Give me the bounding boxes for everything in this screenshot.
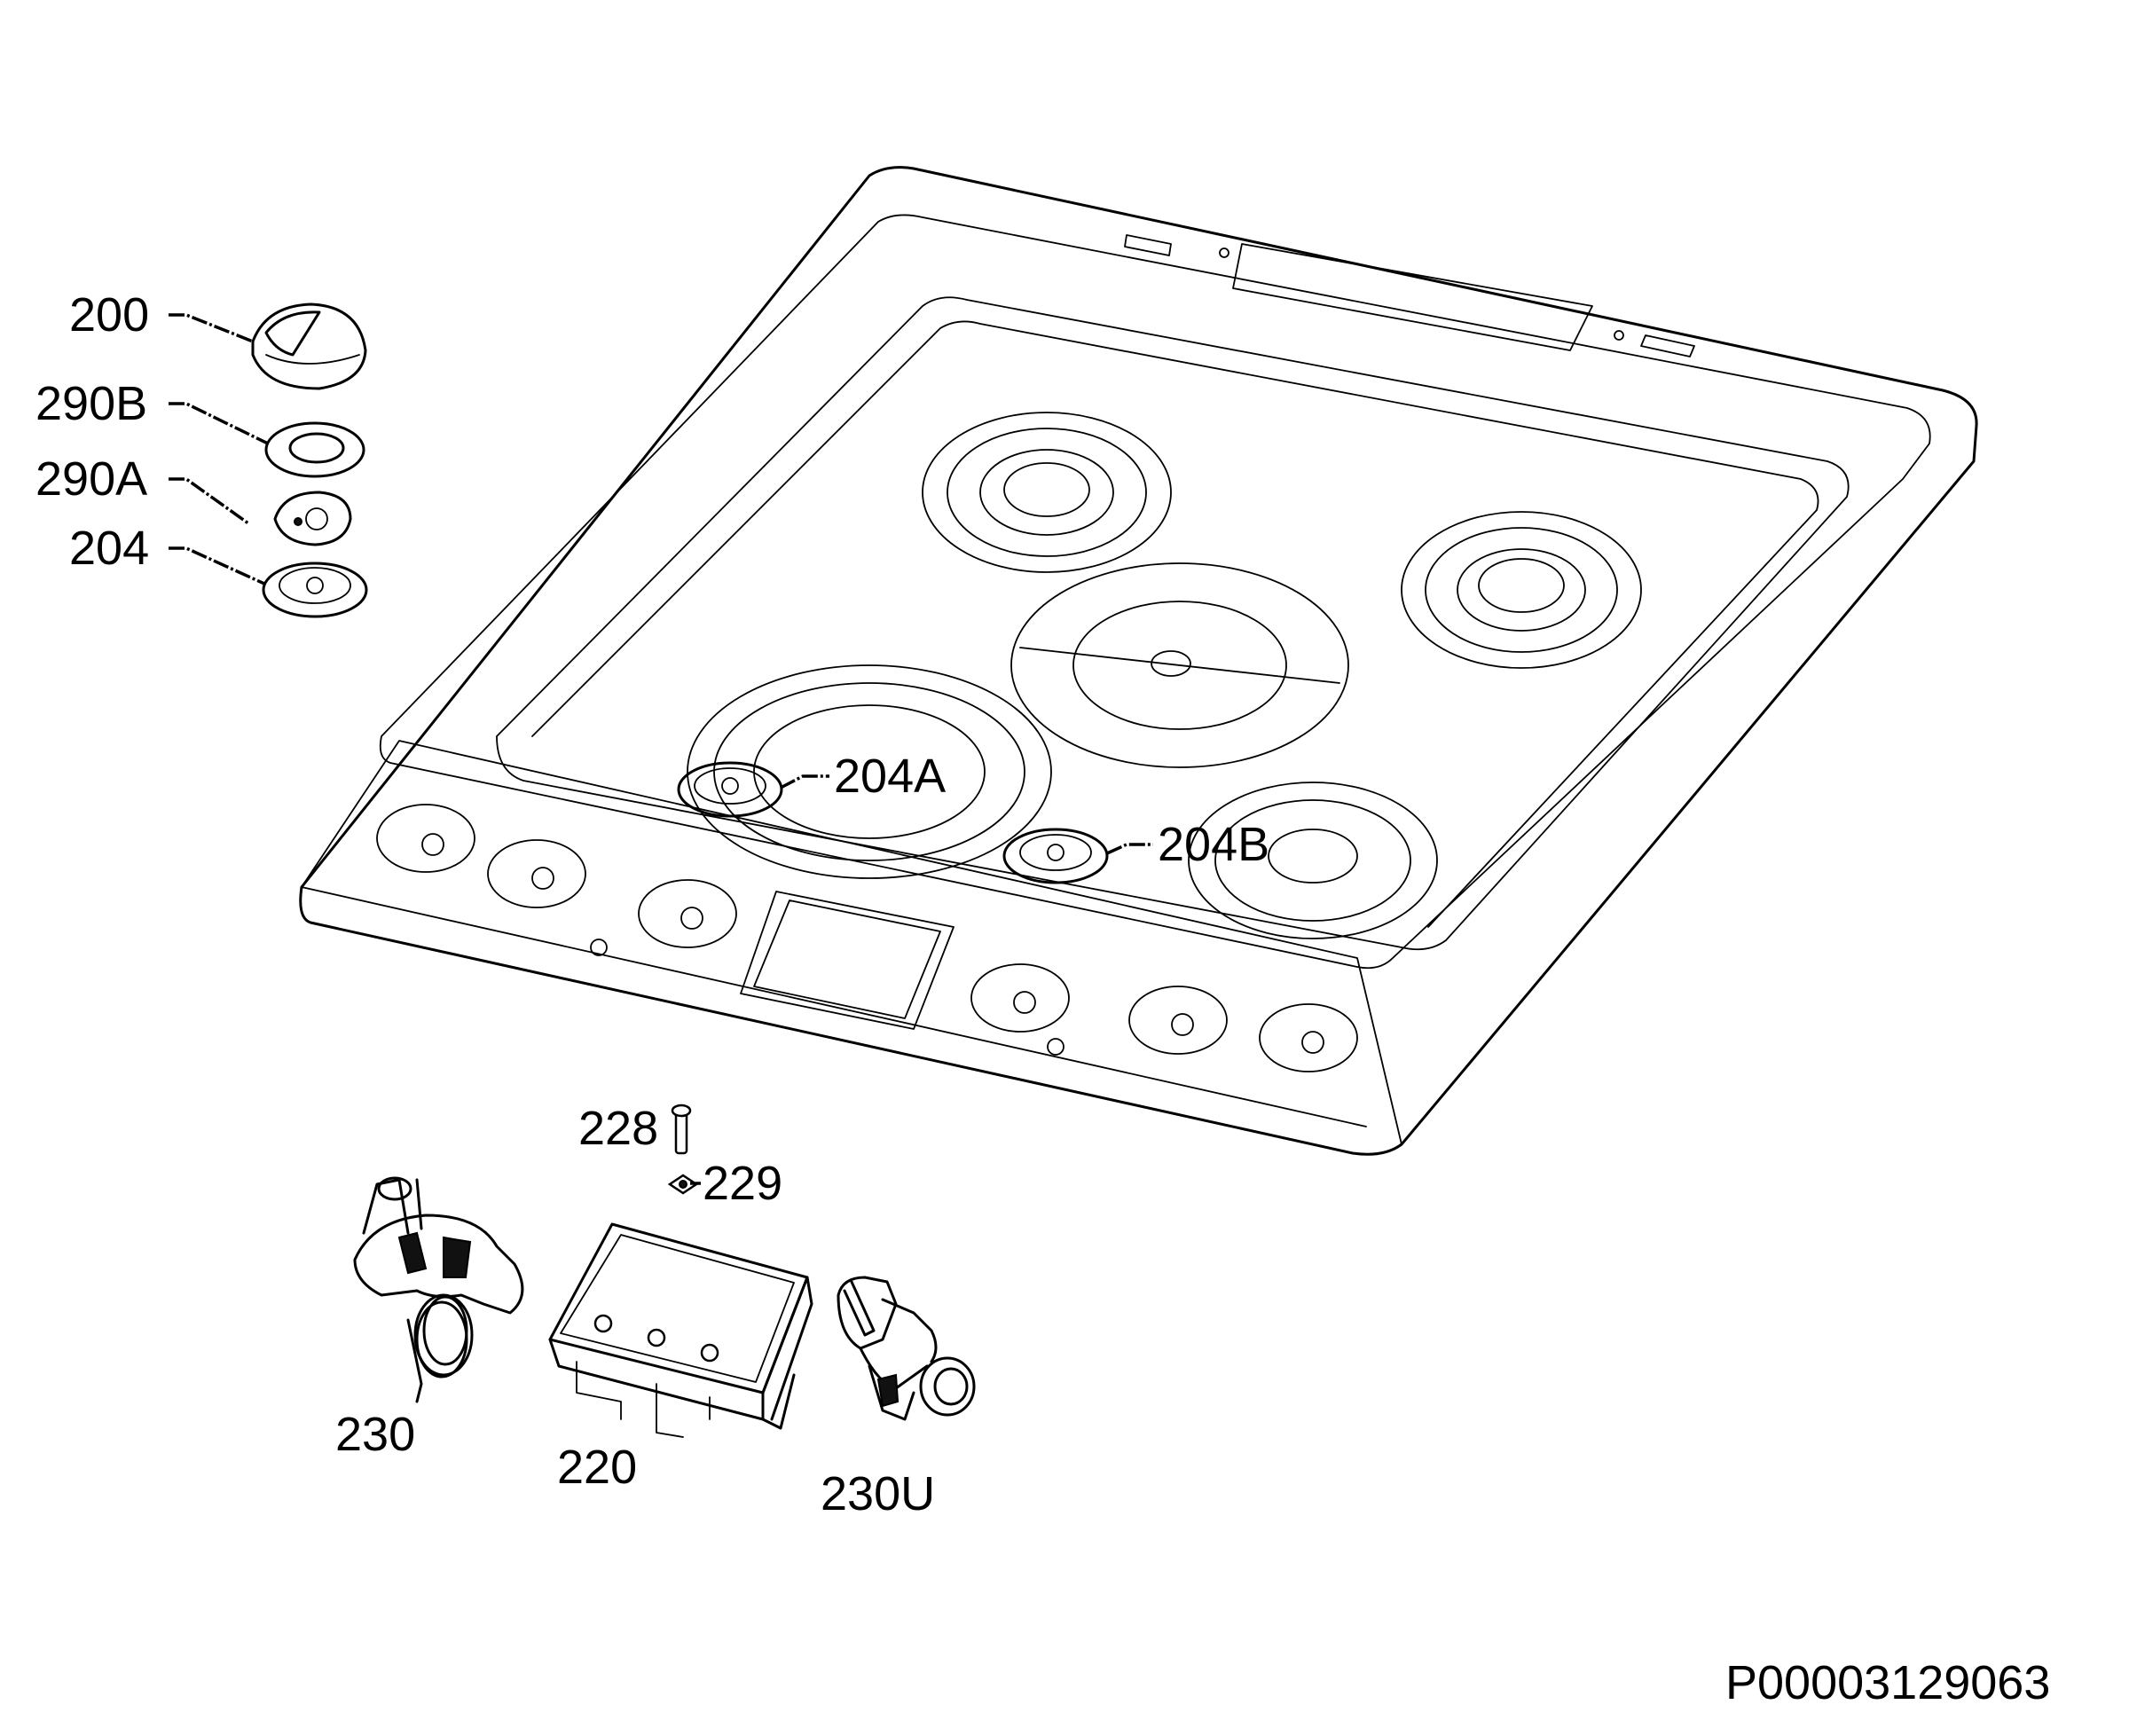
burner-front-left (687, 664, 1052, 879)
callout-labels: 200 290B 290A 204 204A 204B 228 229 230 … (35, 288, 2050, 1709)
leader-200 (169, 313, 254, 343)
label-204A: 204A (834, 750, 946, 803)
burner-rear-right (1401, 511, 1642, 669)
hob-top-frame (299, 166, 1978, 1156)
label-200: 200 (69, 288, 149, 342)
hotplate-center (1010, 562, 1349, 768)
spacer-290A (273, 491, 352, 546)
label-204: 204 (69, 522, 149, 575)
label-230: 230 (335, 1408, 415, 1461)
control-panel-knob-holes (376, 804, 1358, 1072)
plate-204A (677, 761, 783, 818)
gas-valve-230U (837, 1276, 976, 1421)
label-290A: 290A (35, 452, 147, 506)
ring-290B (264, 421, 365, 478)
label-228: 228 (578, 1102, 658, 1155)
control-module-220 (548, 1222, 813, 1438)
burner-front-right (1188, 782, 1438, 939)
knob-200 (251, 302, 367, 390)
gas-valve-230 (353, 1176, 524, 1403)
burner-rear-left (922, 412, 1172, 573)
label-230U: 230U (821, 1467, 935, 1520)
screw-228 (671, 1104, 692, 1155)
leader-204A (780, 774, 829, 789)
leader-204B (1106, 843, 1153, 855)
plate-204B (1002, 828, 1109, 884)
label-220: 220 (557, 1441, 637, 1494)
label-290B: 290B (35, 377, 147, 430)
plate-204 (262, 562, 368, 618)
document-id: P00003129063 (1725, 1656, 2050, 1709)
label-204B: 204B (1158, 818, 1269, 871)
leader-290A (169, 477, 250, 525)
label-229: 229 (703, 1157, 782, 1210)
leader-204 (169, 546, 265, 585)
leader-290B (169, 402, 269, 445)
